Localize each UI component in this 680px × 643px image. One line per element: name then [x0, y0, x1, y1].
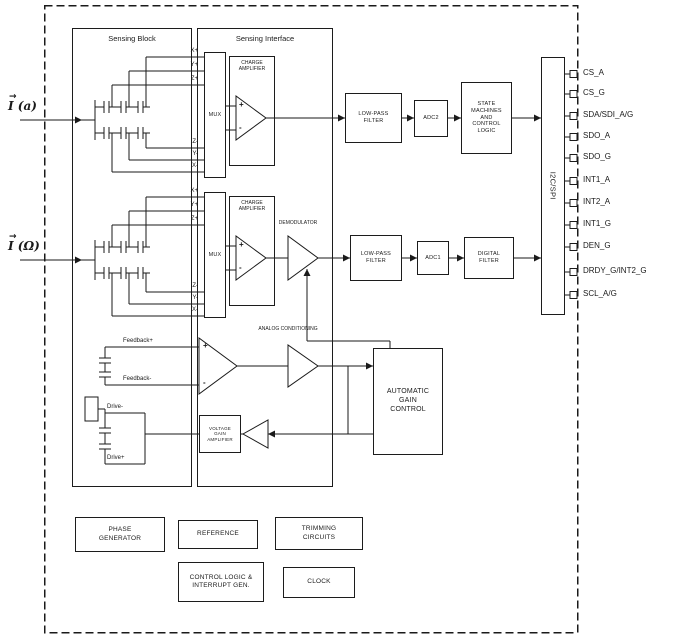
digital-filter-box: DIGITAL FILTER [464, 237, 514, 279]
analog-conditioning-symbol [287, 344, 319, 388]
pin-int1-a: INT1_A [583, 175, 611, 184]
pin-int1-g: INT1_G [583, 219, 612, 228]
gyro-electrode-zn: Z- [192, 283, 198, 289]
charge-amp-accel-box [229, 56, 275, 166]
pin-pad [569, 154, 578, 162]
pin-sdo-g: SDO_G [583, 152, 612, 161]
sensing-block-outline [72, 28, 192, 487]
accel-current-input-label: → I (a) [8, 92, 37, 113]
asic-boundary [43, 4, 579, 634]
pin-pad [569, 177, 578, 185]
pin-pad [569, 112, 578, 120]
demodulator-label: DEMODULATOR [278, 220, 318, 226]
mux-gyro-box: MUX [204, 192, 226, 318]
accel-electrode-yp: Y+ [190, 62, 198, 68]
lpf-accel-box: LOW-PASS FILTER [345, 93, 402, 143]
drive-plus-label: Drive+ [107, 455, 125, 461]
vector-arrow-icon: → [9, 92, 17, 102]
charge-amp-accel-opamp [235, 95, 267, 141]
pin-pad [569, 221, 578, 229]
pin-den-g: DEN_G [583, 241, 611, 250]
gyro-current-input-label: → I (Ω) [8, 232, 40, 253]
drive-minus-label: Drive- [107, 404, 123, 410]
mux-accel-box: MUX [204, 52, 226, 178]
feedback-amp-plus: + [203, 341, 208, 350]
pin-pad [569, 268, 578, 276]
gyro-electrode-xn: X- [192, 307, 198, 313]
charge-amp-gyro-plus: + [239, 240, 244, 249]
charge-amp-gyro-label: CHARGE AMPLIFIER [238, 200, 266, 212]
vga-box: VOLTAGE GAIN AMPLIFIER [199, 415, 241, 453]
charge-amp-accel-plus: + [239, 100, 244, 109]
state-machines-box: STATE MACHINES AND CONTROL LOGIC [461, 82, 512, 154]
pin-sda-sdi: SDA/SDI_A/G [583, 110, 634, 119]
charge-amp-gyro-minus: - [239, 263, 242, 272]
feedback-amp-symbol [198, 337, 238, 395]
charge-amp-accel-label: CHARGE AMPLIFIER [238, 60, 266, 72]
vector-arrow-icon: → [9, 232, 17, 242]
feedback-plus-label: Feedback+ [123, 338, 153, 344]
demodulator-symbol [287, 235, 319, 281]
accel-electrode-zp: Z+ [190, 76, 198, 82]
pin-pad [569, 90, 578, 98]
pin-pad [569, 243, 578, 251]
pin-pad [569, 133, 578, 141]
pin-pad [569, 199, 578, 207]
agc-box: AUTOMATIC GAIN CONTROL [373, 348, 443, 455]
sensing-interface-outline [197, 28, 333, 487]
charge-amp-accel-minus: - [239, 123, 242, 132]
control-logic-box: CONTROL LOGIC & INTERRUPT GEN. [178, 562, 264, 602]
gyro-electrode-yn: Y- [192, 295, 198, 301]
feedback-minus-label: Feedback- [123, 376, 152, 382]
i2c-spi-label: I2C/SPI [548, 172, 558, 200]
sensing-interface-title: Sensing Interface [235, 34, 295, 43]
pin-scl: SCL_A/G [583, 289, 617, 298]
accel-electrode-yn: Y- [192, 151, 198, 157]
i2c-spi-box: I2C/SPI [541, 57, 565, 315]
accel-electrode-xn: X- [192, 163, 198, 169]
pin-sdo-a: SDO_A [583, 131, 611, 140]
lpf-gyro-box: LOW-PASS FILTER [350, 235, 402, 281]
accel-electrode-xp: X+ [190, 48, 198, 54]
charge-amp-gyro-opamp [235, 235, 267, 281]
adc1-box: ADC1 [417, 241, 449, 275]
sensing-block-title: Sensing Block [108, 34, 156, 43]
accel-electrode-zn: Z- [192, 139, 198, 145]
gyro-electrode-yp: Y+ [190, 202, 198, 208]
analog-conditioning-label: ANALOG CONDITIONING [258, 326, 318, 332]
trimming-circuits-box: TRIMMING CIRCUITS [275, 517, 363, 550]
phase-generator-box: PHASE GENERATOR [75, 517, 165, 552]
pin-cs-a: CS_A [583, 68, 604, 77]
charge-amp-gyro-box [229, 196, 275, 306]
pin-pad [569, 291, 578, 299]
pin-cs-g: CS_G [583, 88, 605, 97]
pin-int2-a: INT2_A [583, 197, 611, 206]
feedback-amp-minus: - [203, 378, 206, 387]
reference-box: REFERENCE [178, 520, 258, 549]
gyro-electrode-xp: X+ [190, 188, 198, 194]
gyro-electrode-zp: Z+ [190, 216, 198, 222]
adc2-box: ADC2 [414, 100, 448, 137]
pin-pad [569, 70, 578, 78]
arrowheads [75, 114, 541, 438]
pin-drdy-g: DRDY_G/INT2_G [583, 266, 647, 275]
clock-box: CLOCK [283, 567, 355, 598]
